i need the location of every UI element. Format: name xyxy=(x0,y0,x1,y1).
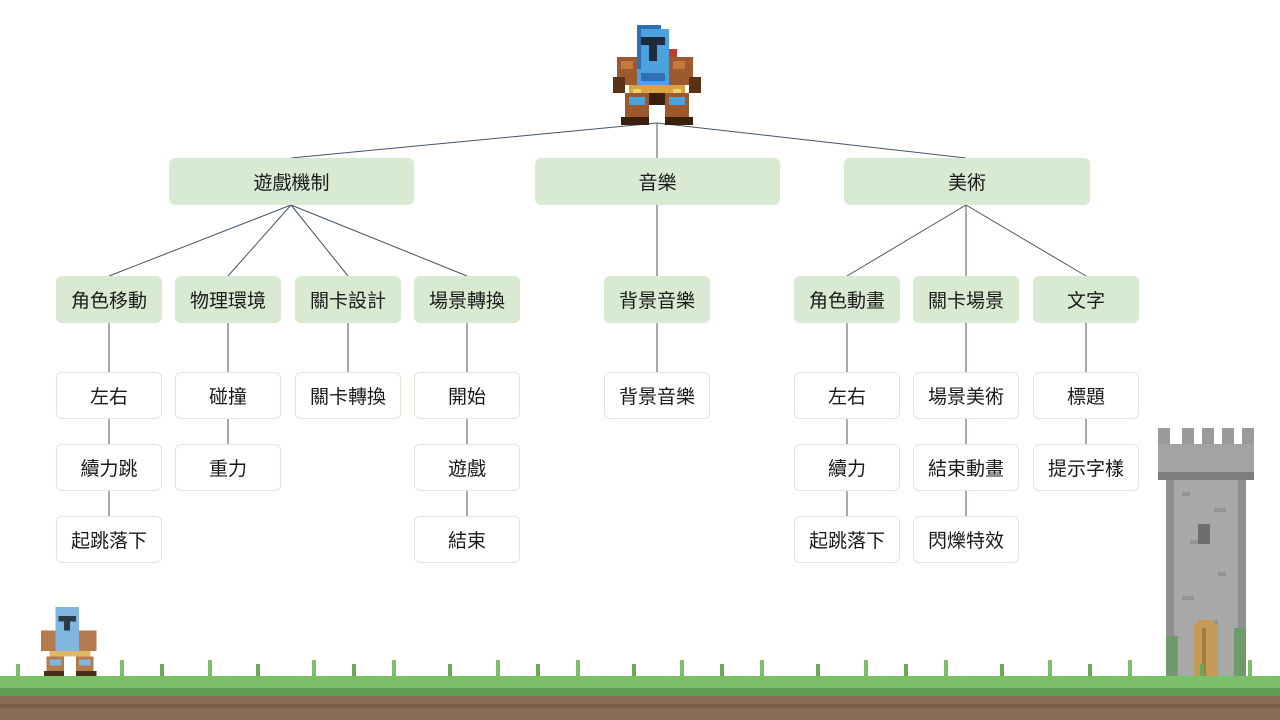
leaf-level-switch: 關卡轉換 xyxy=(295,372,401,419)
connector-root-mechanics xyxy=(290,122,658,159)
connector-mechanics-level xyxy=(290,204,349,277)
leaf-hint-text: 提示字樣 xyxy=(1033,444,1139,491)
knight-icon xyxy=(40,607,97,677)
node-physics-environment: 物理環境 xyxy=(175,276,281,323)
leaf-left-right: 左右 xyxy=(56,372,162,419)
node-art: 美術 xyxy=(844,158,1090,205)
leaf-end: 結束 xyxy=(414,516,520,563)
knight-icon xyxy=(613,25,701,125)
castle-tower-icon xyxy=(1158,428,1254,680)
node-level-scene: 關卡場景 xyxy=(913,276,1019,323)
node-character-animation: 角色動畫 xyxy=(794,276,900,323)
node-scene-transition: 場景轉換 xyxy=(414,276,520,323)
leaf-gravity: 重力 xyxy=(175,444,281,491)
leaf-anim-charge: 續力 xyxy=(794,444,900,491)
connector-art-anim xyxy=(846,204,967,277)
leaf-game: 遊戲 xyxy=(414,444,520,491)
leaf-anim-left-right: 左右 xyxy=(794,372,900,419)
leaf-jump-fall: 起跳落下 xyxy=(56,516,162,563)
node-text: 文字 xyxy=(1033,276,1139,323)
leaf-title: 標題 xyxy=(1033,372,1139,419)
leaf-scene-art: 場景美術 xyxy=(913,372,1019,419)
node-level-design: 關卡設計 xyxy=(295,276,401,323)
node-background-music: 背景音樂 xyxy=(604,276,710,323)
node-character-movement: 角色移動 xyxy=(56,276,162,323)
connector-mechanics-scene xyxy=(290,204,468,277)
connector-art-text xyxy=(965,204,1087,277)
connector-mechanics-physics xyxy=(227,204,292,277)
node-game-mechanics: 遊戲機制 xyxy=(169,158,414,205)
leaf-anim-jump-fall: 起跳落下 xyxy=(794,516,900,563)
leaf-flash-effect: 閃爍特效 xyxy=(913,516,1019,563)
grass-ground-icon xyxy=(0,660,1280,720)
connector-root-art xyxy=(656,122,967,159)
connector-mechanics-move xyxy=(108,204,292,277)
leaf-background-music: 背景音樂 xyxy=(604,372,710,419)
leaf-end-animation: 結束動畫 xyxy=(913,444,1019,491)
leaf-start: 開始 xyxy=(414,372,520,419)
leaf-collision: 碰撞 xyxy=(175,372,281,419)
leaf-charge-jump: 續力跳 xyxy=(56,444,162,491)
node-music: 音樂 xyxy=(535,158,780,205)
